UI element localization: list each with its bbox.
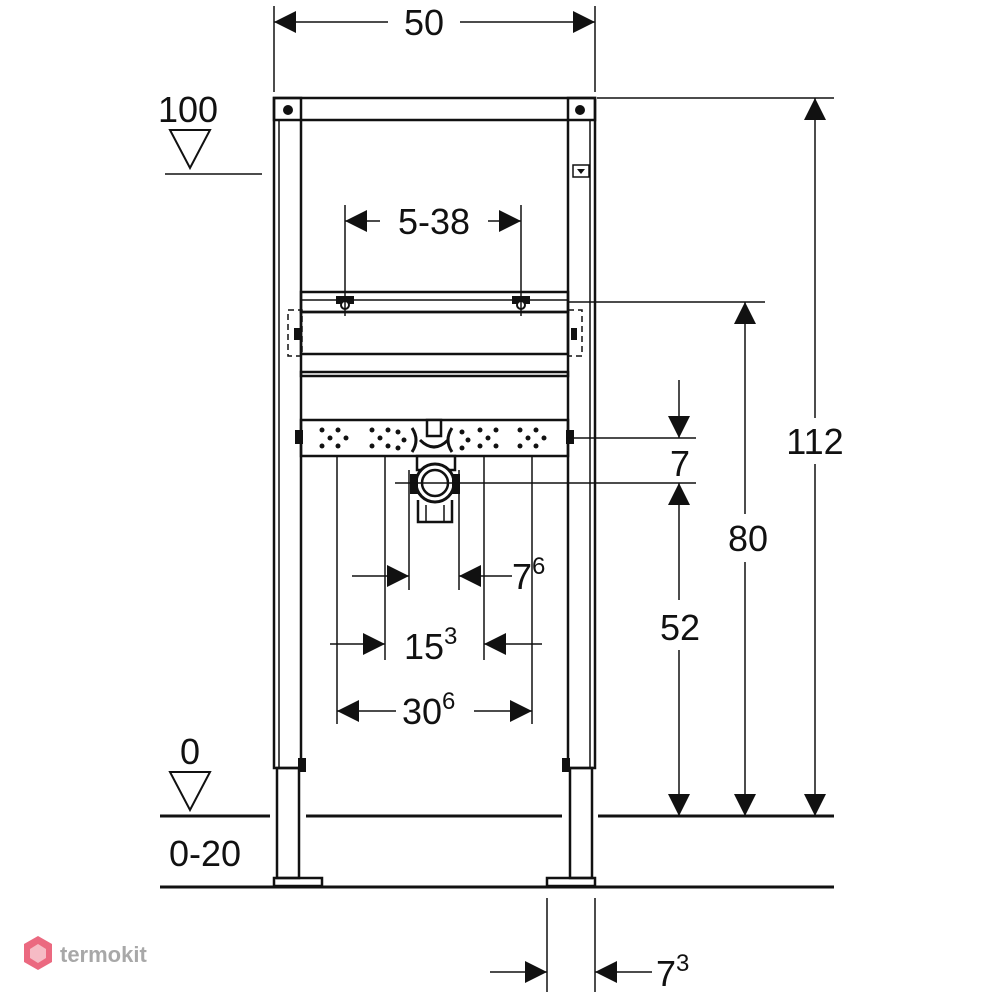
level-floor-range-label: 0-20 — [169, 833, 241, 874]
dimension-crossbar-height: 80 — [568, 301, 768, 816]
dimension-drain-height: 52 — [660, 483, 700, 816]
pipe-spacing-inner-base: 15 — [404, 626, 444, 667]
dimension-adjust-range-label: 5-38 — [398, 201, 470, 242]
dimension-drain-height-label: 52 — [660, 607, 700, 648]
pipe-extension-lines — [336, 456, 533, 724]
supply-mounting-plate — [295, 418, 574, 458]
foot-width-sup: 3 — [676, 950, 689, 977]
drain-fitting — [410, 454, 460, 524]
top-rail — [272, 96, 597, 122]
top-left-bolt — [283, 105, 293, 115]
pipe-spacing-outer-sup: 6 — [442, 688, 455, 715]
dimension-drain-offset-label: 7 — [670, 443, 690, 484]
level-upper-label: 100 — [158, 89, 218, 130]
left-foot — [272, 758, 324, 888]
dimension-top-width: 50 — [273, 2, 596, 92]
floor-lines — [160, 814, 834, 889]
side-offset-sup: 6 — [532, 553, 545, 580]
level-marker-floor: 0 0-20 — [168, 731, 241, 874]
dimension-pipe-spacing-inner: 153 — [330, 623, 542, 667]
dimension-total-height: 112 — [597, 97, 844, 816]
dimension-top-width-label: 50 — [404, 2, 444, 43]
dimension-side-offset-label: 76 — [512, 553, 545, 597]
watermark: termokit — [24, 936, 147, 970]
foot-width-base: 7 — [656, 953, 676, 994]
watermark-text: termokit — [60, 942, 147, 967]
side-offset-base: 7 — [512, 556, 532, 597]
washbasin-crossbar — [287, 290, 583, 357]
dimension-foot-width: 73 — [490, 898, 689, 994]
dimension-pipe-spacing-inner-label: 153 — [404, 623, 457, 667]
dimension-drain-offset: 7 — [395, 380, 696, 484]
dimension-pipe-spacing-outer: 306 — [337, 688, 532, 732]
level-marker-upper: 100 — [158, 89, 262, 175]
dimension-adjust-range: 5-38 — [344, 201, 522, 316]
dimension-crossbar-height-label: 80 — [728, 518, 768, 559]
top-right-bolt — [575, 105, 585, 115]
pipe-spacing-outer-base: 30 — [402, 691, 442, 732]
dimension-pipe-spacing-outer-label: 306 — [402, 688, 455, 732]
frame — [272, 96, 597, 888]
termokit-logo-icon — [24, 936, 52, 970]
dimension-total-height-label: 112 — [786, 421, 843, 462]
level-floor-label: 0 — [180, 731, 200, 772]
right-foot — [545, 758, 597, 888]
dimension-side-offset: 76 — [352, 553, 545, 597]
dimension-foot-width-label: 73 — [656, 950, 689, 994]
pipe-spacing-inner-sup: 3 — [444, 623, 457, 650]
